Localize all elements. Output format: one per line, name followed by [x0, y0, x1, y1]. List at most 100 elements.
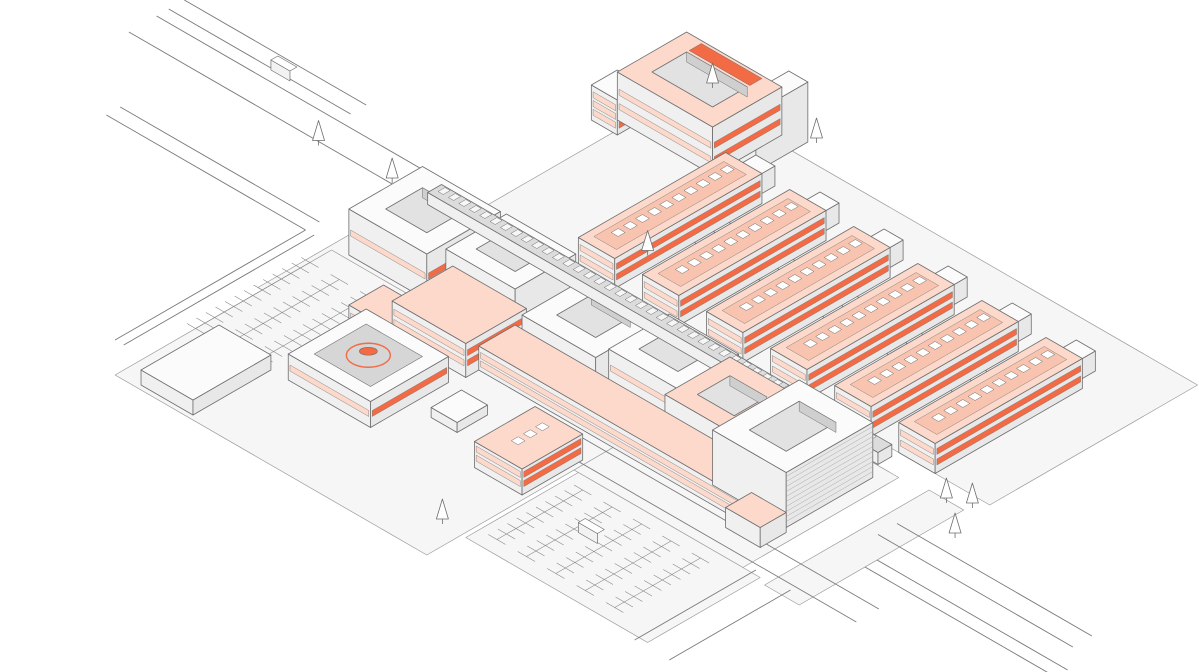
parking-slot-line: [293, 329, 311, 341]
tree-icon: [312, 120, 325, 141]
skylight: [891, 362, 906, 371]
corridor-module: [520, 235, 534, 243]
parking-slot-line: [272, 273, 291, 285]
building: [577, 152, 763, 289]
parking-slot-line: [556, 562, 575, 574]
road-edge: [114, 229, 306, 341]
tree-layer: [270, 55, 979, 544]
skylight: [848, 239, 863, 248]
parking-slot-line: [330, 274, 349, 285]
skylight: [879, 369, 894, 378]
skylight: [611, 228, 626, 237]
corridor-module: [562, 259, 576, 267]
parking-slot-line: [545, 501, 563, 512]
building: [474, 406, 584, 496]
parking-slot-line: [624, 557, 642, 569]
parking-slot-line: [301, 290, 320, 302]
facade-grid-line: [786, 466, 873, 517]
bus-icon: [577, 518, 605, 544]
skylight: [967, 392, 983, 401]
window-band: [680, 227, 825, 318]
parking-slot-line: [243, 290, 262, 301]
skylight: [675, 265, 690, 274]
skylight: [739, 302, 754, 311]
skylight: [635, 214, 650, 223]
parking-slot-line: [215, 306, 233, 318]
bus-roof: [270, 55, 298, 72]
corridor-module: [604, 283, 617, 291]
skylight: [940, 334, 955, 343]
road-edge: [634, 569, 757, 641]
parking-slot-line: [527, 545, 545, 557]
parking-slot-line: [320, 279, 339, 291]
skylight: [523, 429, 538, 438]
skylight: [759, 216, 775, 225]
skylight: [851, 311, 867, 320]
window-band: [616, 190, 761, 281]
parking-slot-line: [535, 506, 554, 518]
ground-plate: [764, 489, 965, 606]
road-edge: [123, 234, 315, 346]
parking-slot-line: [554, 495, 573, 507]
skylight: [815, 332, 830, 341]
corridor-module: [593, 277, 607, 285]
facade-grid-line: [786, 431, 873, 482]
parking-slot-line: [564, 490, 582, 501]
corridor-module: [489, 217, 503, 225]
skylight: [787, 274, 803, 283]
facade-grid-line: [786, 446, 873, 497]
parking-slot-line: [682, 558, 700, 569]
road-edge: [156, 15, 460, 192]
window-band: [475, 445, 521, 478]
skylight: [623, 221, 638, 230]
parking-slot-line: [516, 517, 535, 529]
corridor-module: [697, 337, 711, 345]
parking-slot-line: [566, 557, 584, 568]
corridor-module: [468, 205, 482, 213]
parking-slot-line: [652, 541, 671, 552]
corridor-module: [666, 319, 680, 327]
parking-slot-line: [573, 484, 592, 496]
window-band: [808, 291, 953, 381]
roof: [140, 324, 272, 401]
building: [430, 389, 488, 433]
road-edge: [128, 31, 433, 208]
window-band: [289, 364, 369, 417]
skylight: [979, 385, 995, 394]
window-band: [643, 281, 678, 307]
skylight: [699, 251, 714, 260]
window-band: [872, 328, 1017, 418]
parking-slot-line: [291, 262, 310, 274]
skylight: [976, 313, 991, 322]
parking-slot-line: [585, 579, 604, 591]
parking-slot-line: [517, 551, 536, 562]
parking-slot-line: [253, 284, 272, 296]
helipad-building: [287, 308, 449, 428]
roof: [725, 492, 787, 528]
skylight: [751, 295, 766, 304]
parking-slot-line: [576, 585, 595, 596]
parking-slot-line: [274, 340, 292, 352]
window-band: [708, 328, 742, 355]
parking-slot-line: [613, 529, 632, 541]
parking-slot-line: [536, 540, 555, 551]
skylight: [799, 267, 815, 276]
corridor-module: [645, 307, 659, 315]
skylight: [931, 413, 946, 422]
parking-slot-line: [603, 501, 621, 513]
parking-slot-line: [632, 518, 651, 530]
corridor-module: [479, 211, 492, 219]
road-layer: [106, 0, 1093, 672]
building: [712, 379, 874, 528]
building: [616, 31, 783, 176]
parking-slot-line: [614, 563, 633, 574]
facade-grid-line: [786, 456, 873, 507]
parking-slot-line: [282, 301, 301, 313]
road-edge: [864, 566, 1048, 672]
window-band: [393, 309, 465, 356]
facade-grid-line: [786, 461, 873, 512]
skylight: [1004, 371, 1019, 380]
building: [642, 189, 827, 326]
parking-row-line: [555, 523, 642, 574]
window-band: [744, 254, 889, 344]
